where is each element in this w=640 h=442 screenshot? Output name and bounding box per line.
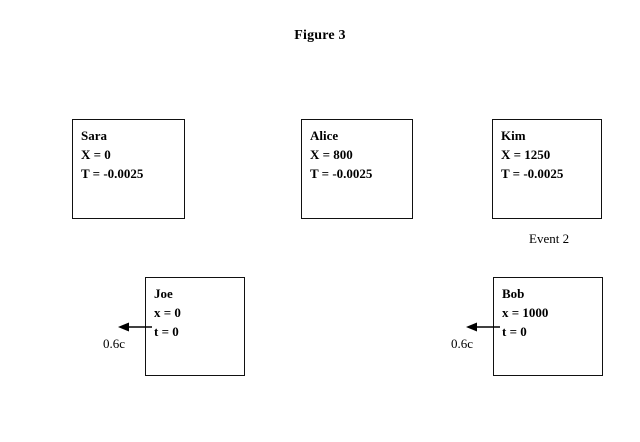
figure-title: Figure 3: [294, 28, 346, 43]
observer-position: X = 800: [310, 147, 353, 162]
observer-box-sara-text: Sara X = 0 T = -0.0025: [81, 126, 180, 183]
observer-time: T = -0.0025: [81, 166, 144, 181]
left-arrow-icon: [118, 322, 152, 332]
velocity-label-bob: 0.6c: [451, 336, 474, 351]
observer-position: x = 1000: [502, 305, 549, 320]
observer-box-alice-text: Alice X = 800 T = -0.0025: [310, 126, 408, 183]
observer-box-alice: Alice X = 800 T = -0.0025: [301, 119, 413, 219]
observer-position: X = 0: [81, 147, 111, 162]
velocity-arrow-bob: [466, 320, 506, 334]
observer-time: T = -0.0025: [310, 166, 373, 181]
observer-box-kim: Kim X = 1250 T = -0.0025: [492, 119, 602, 219]
velocity-arrow-joe: [118, 320, 158, 334]
observer-time: T = -0.0025: [501, 166, 564, 181]
observer-name: Joe: [154, 286, 173, 301]
observer-position: x = 0: [154, 305, 181, 320]
observer-name: Sara: [81, 128, 107, 143]
observer-box-bob-text: Bob x = 1000 t = 0: [502, 284, 598, 341]
observer-box-bob: Bob x = 1000 t = 0: [493, 277, 603, 376]
observer-name: Bob: [502, 286, 525, 301]
observer-name: Kim: [501, 128, 526, 143]
velocity-label-joe: 0.6c: [103, 336, 126, 351]
observer-name: Alice: [310, 128, 339, 143]
observer-position: X = 1250: [501, 147, 551, 162]
observer-box-sara: Sara X = 0 T = -0.0025: [72, 119, 185, 219]
observer-time: t = 0: [154, 324, 179, 339]
observer-box-kim-text: Kim X = 1250 T = -0.0025: [501, 126, 597, 183]
observer-box-joe-text: Joe x = 0 t = 0: [154, 284, 240, 341]
event-label: Event 2: [529, 231, 570, 246]
observer-box-joe: Joe x = 0 t = 0: [145, 277, 245, 376]
left-arrow-icon: [466, 322, 500, 332]
observer-time: t = 0: [502, 324, 527, 339]
